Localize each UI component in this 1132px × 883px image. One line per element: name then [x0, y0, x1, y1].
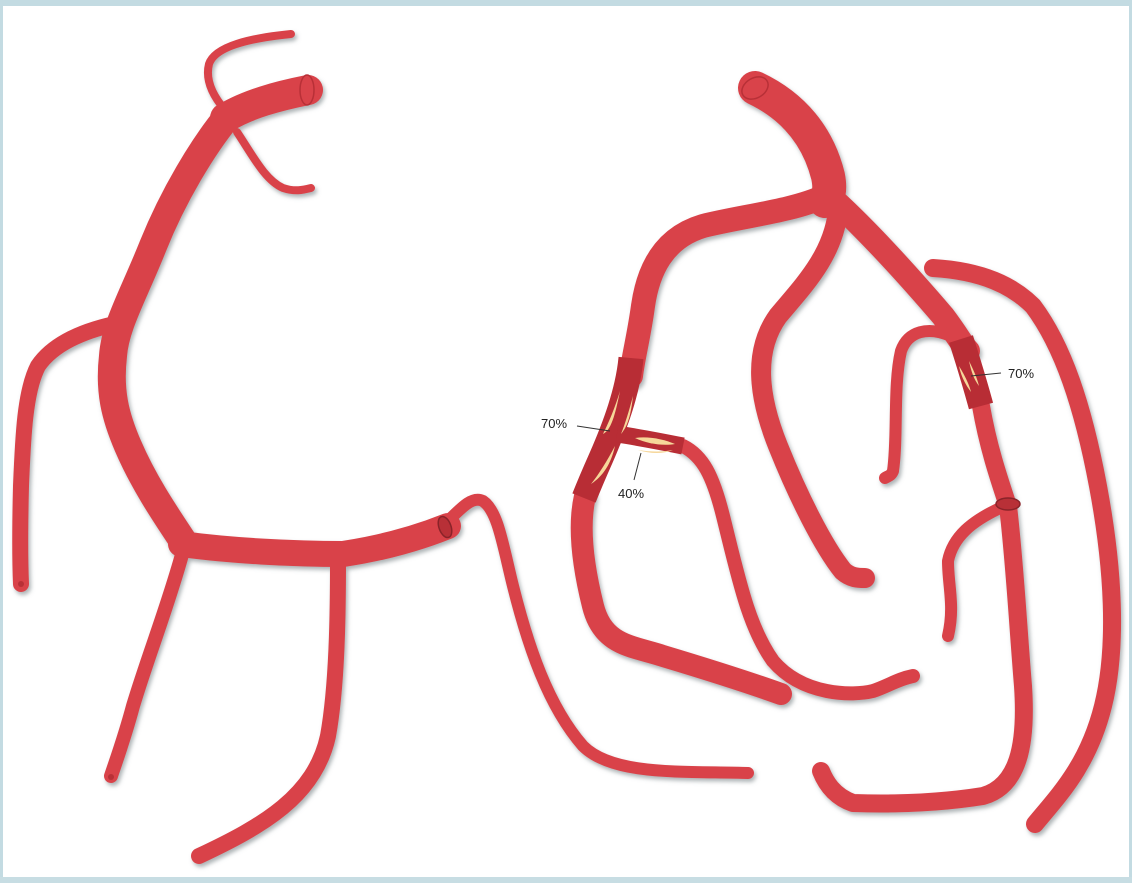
left-coronary-artery [582, 88, 1112, 824]
stenosis-left-group [584, 358, 683, 498]
branch-tip-pd1 [108, 774, 114, 780]
stenosis-label-right-70: 70% [1008, 366, 1034, 381]
rca-root-end [300, 75, 314, 105]
middle-diagonal-branch [761, 211, 865, 578]
posterior-descending-branch-1 [111, 551, 183, 776]
stenosis-label-left-70: 70% [541, 416, 567, 431]
distal-small-branch [948, 509, 998, 636]
coronary-artery-diagram: 70% 40% 70% [3, 6, 1132, 883]
stenosis-label-left-40: 40% [618, 486, 644, 501]
lad-distal [582, 496, 781, 694]
small-left-branch [885, 331, 951, 478]
circumflex-cut-end [996, 498, 1020, 510]
left-main-trunk [755, 88, 829, 201]
posterior-descending-branch-2 [199, 561, 338, 856]
conus-branch-lower [237, 132, 311, 190]
leader-left-40 [634, 453, 641, 480]
rca-main-trunk [112, 116, 228, 541]
rca-crux-segment [181, 526, 448, 554]
distal-circumflex [821, 406, 1024, 803]
branch-tip-left [18, 581, 24, 587]
